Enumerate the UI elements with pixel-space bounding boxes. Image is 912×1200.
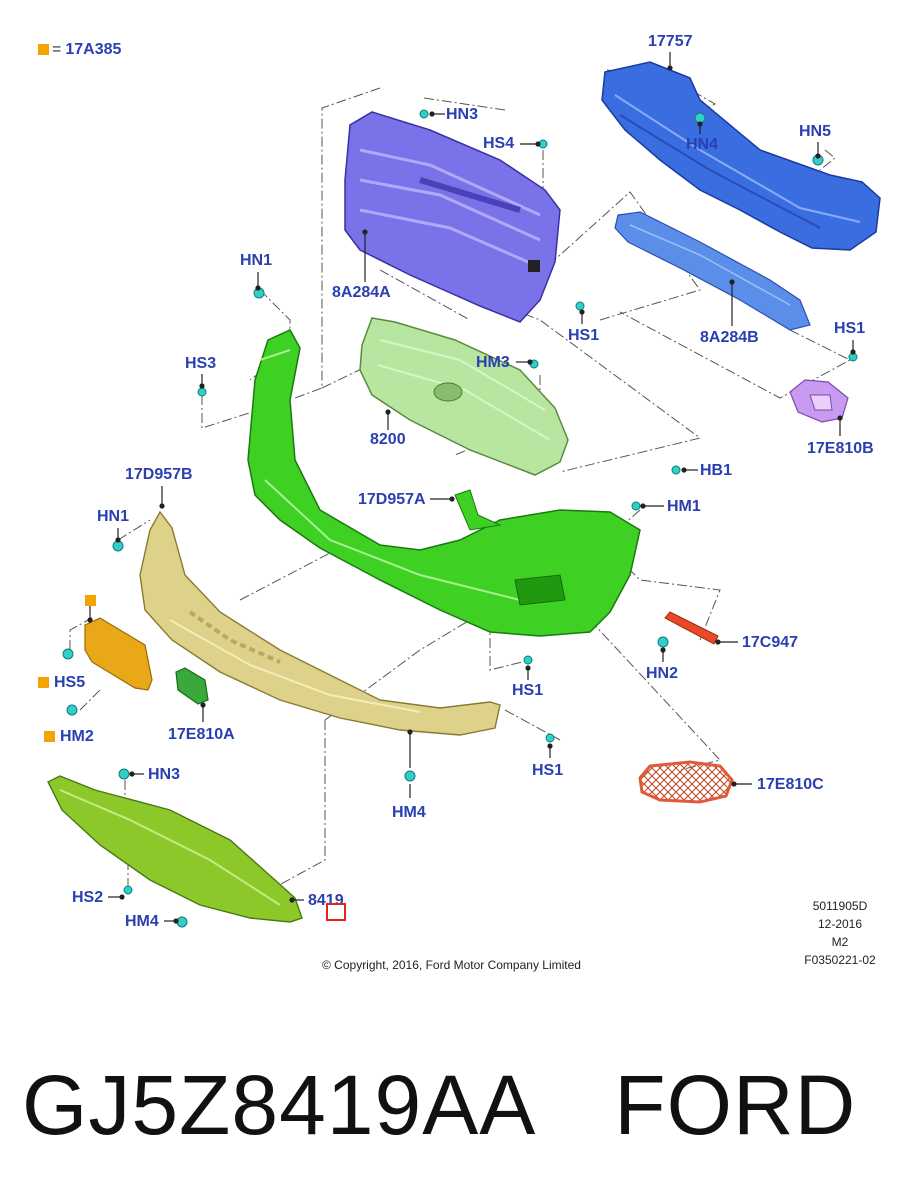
splash-shield-8419 — [47, 775, 303, 923]
label-17a385-marker — [85, 592, 101, 610]
legend-marker — [38, 44, 49, 56]
label-hn3-bottom: HN3 — [148, 766, 181, 783]
fastener-hb1 — [671, 465, 681, 475]
bracket-17a385 — [84, 617, 153, 691]
legend: =17A385 — [38, 41, 121, 59]
grille-8200 — [359, 317, 569, 476]
fastener-hn3-top — [419, 109, 429, 119]
label-hs4: HS4 — [483, 135, 515, 152]
label-hs1-c: HS1 — [512, 682, 544, 699]
copyright-notice: © Copyright, 2016, Ford Motor Company Li… — [322, 958, 581, 972]
parts-diagram — [47, 52, 881, 928]
label-hm4-mid: HM4 — [392, 804, 426, 821]
fastener-hm4-mid — [404, 770, 416, 782]
label-17e810c: 17E810C — [757, 776, 824, 793]
label-hn5: HN5 — [799, 123, 832, 140]
label-hn2: HN2 — [646, 665, 679, 682]
fastener-hn2 — [657, 636, 669, 648]
label-hm2: HM2 — [44, 728, 94, 746]
legend-text: 17A385 — [65, 41, 122, 58]
bracket-17e810a — [175, 667, 209, 705]
label-8a284b: 8A284B — [700, 329, 759, 346]
fastener-hm4-bottom — [176, 916, 188, 928]
marker-square — [38, 677, 49, 689]
label-hm1: HM1 — [667, 498, 701, 515]
marker-square — [44, 731, 55, 743]
label-hs1-d: HS1 — [532, 762, 564, 779]
label-hm3: HM3 — [476, 354, 510, 371]
label-hb1: HB1 — [700, 462, 733, 479]
label-17c947: 17C947 — [742, 634, 799, 651]
label-hn4: HN4 — [686, 136, 719, 153]
drawing-reference: F0350221-02 — [804, 953, 876, 967]
marker-square — [85, 595, 96, 607]
label-17e810a: 17E810A — [168, 726, 235, 743]
bumper-cover-17d957a — [247, 329, 641, 637]
label-hs1-a: HS1 — [568, 327, 600, 344]
drawing-date: 12-2016 — [817, 917, 863, 931]
fastener-hm1 — [631, 501, 641, 511]
label-8a284a: 8A284A — [332, 284, 391, 301]
fastener-hn3-bottom — [118, 768, 130, 780]
label-17757: 17757 — [648, 33, 693, 50]
drawing-number: 5011905D — [812, 899, 868, 913]
label-hm2-text: HM2 — [60, 728, 94, 745]
label-hs5: HS5 — [38, 674, 85, 692]
fastener-hs3 — [197, 387, 207, 397]
label-hn3-top: HN3 — [446, 106, 479, 123]
label-17d957a: 17D957A — [358, 491, 426, 508]
label-hn1-top: HN1 — [240, 252, 273, 269]
label-hs5-text: HS5 — [54, 674, 86, 691]
reinforcement-17757 — [601, 61, 881, 251]
bracket-17e810b — [789, 379, 849, 423]
caption-brand: FORD — [614, 1058, 857, 1152]
fastener-hs1-c — [523, 655, 533, 665]
fastener-hs5 — [62, 648, 74, 660]
fastener-hs1-a — [575, 301, 585, 311]
highlight-box — [326, 903, 346, 921]
lower-cover-17d957b — [139, 510, 501, 736]
drawing-metadata: 5011905D 12-2016 M2 F0350221-02 — [800, 897, 880, 969]
caption: GJ5Z8419AA FORD — [22, 1055, 856, 1155]
bracket-17c947 — [664, 611, 719, 645]
support-8a284b — [614, 211, 811, 331]
drawing-revision: M2 — [831, 935, 849, 949]
bezel-17e810c — [638, 760, 734, 804]
fastener-hm2 — [66, 704, 78, 716]
label-17d957b: 17D957B — [125, 466, 193, 483]
label-8200: 8200 — [370, 431, 406, 448]
fastener-hs2 — [123, 885, 133, 895]
grille-support-8a284a — [344, 111, 561, 323]
fasteners — [62, 109, 858, 928]
label-hn1-left: HN1 — [97, 508, 130, 525]
legend-equals: = — [52, 41, 62, 58]
callout-leaders — [87, 52, 856, 924]
fastener-hs1-d — [545, 733, 555, 743]
label-hs3: HS3 — [185, 355, 217, 372]
label-17e810b: 17E810B — [807, 440, 874, 457]
caption-part-number: GJ5Z8419AA — [22, 1058, 537, 1152]
label-hm4-bottom: HM4 — [125, 913, 159, 930]
label-hs1-b: HS1 — [834, 320, 866, 337]
label-hs2: HS2 — [72, 889, 104, 906]
